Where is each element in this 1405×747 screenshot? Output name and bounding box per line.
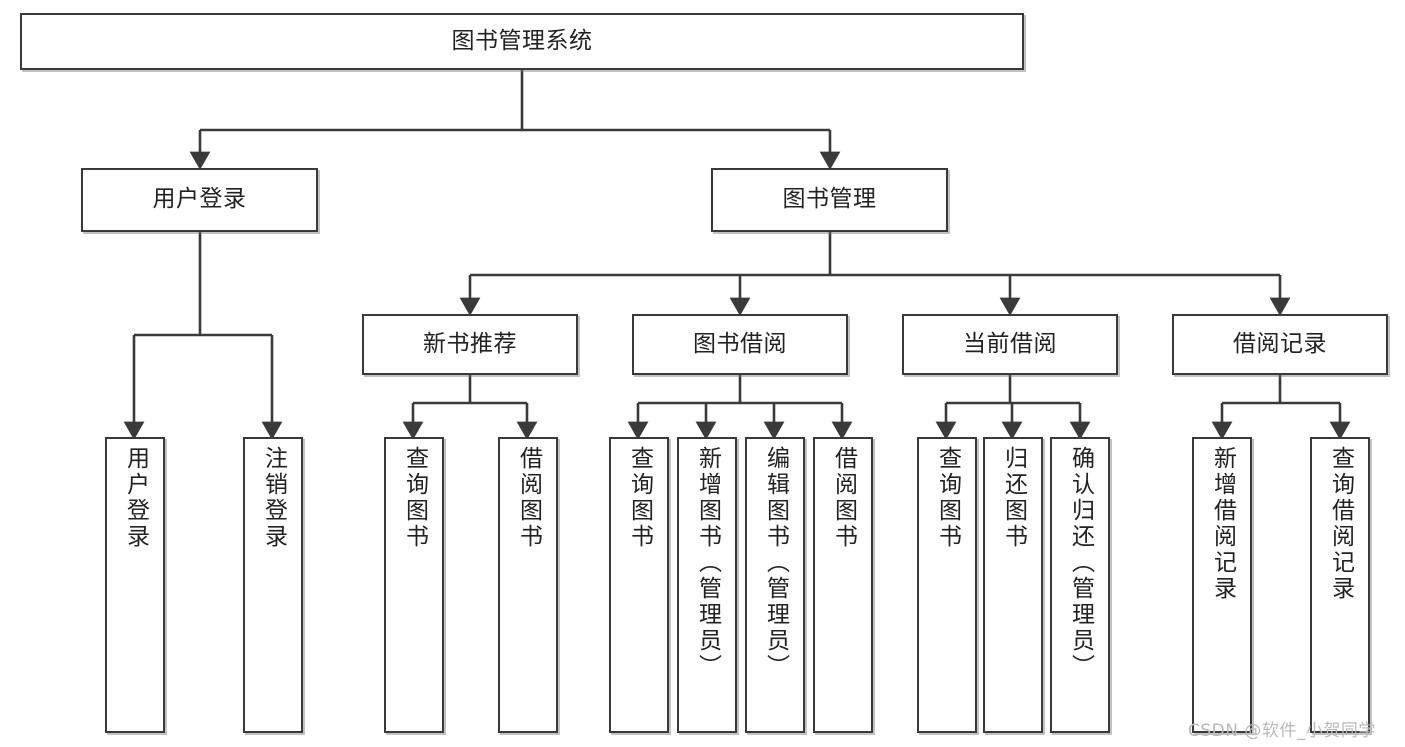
node-label: 当前借阅 <box>963 330 1057 357</box>
node-label: 新增借阅记录 <box>1209 446 1236 602</box>
node-label: 借阅图书 <box>830 446 857 550</box>
node-label: 图书管理系统 <box>451 27 593 54</box>
node-label: 查询图书 <box>934 446 961 550</box>
leaf-records-query-record[interactable]: 查询借阅记录 <box>1310 437 1370 733</box>
leaf-borrow-edit-book-admin[interactable]: 编辑图书（管理员） <box>745 437 805 733</box>
node-current-borrow[interactable]: 当前借阅 <box>902 314 1118 375</box>
leaf-user-login-logout[interactable]: 注销登录 <box>243 437 303 733</box>
leaf-borrow-query-book[interactable]: 查询图书 <box>609 437 669 733</box>
leaf-new-book-query[interactable]: 查询图书 <box>384 437 444 733</box>
leaf-user-login-login[interactable]: 用户登录 <box>105 437 165 733</box>
leaf-borrow-borrow-book[interactable]: 借阅图书 <box>813 437 873 733</box>
node-root-system[interactable]: 图书管理系统 <box>20 13 1024 70</box>
node-label: 图书管理 <box>782 186 877 213</box>
node-label: 用户登录 <box>152 186 247 213</box>
node-label: 编辑图书（管理员） <box>762 446 789 680</box>
node-label: 查询图书 <box>401 446 428 550</box>
leaf-current-confirm-return-admin[interactable]: 确认归还（管理员） <box>1050 437 1110 733</box>
node-label: 用户登录 <box>122 446 149 550</box>
leaf-records-add-record[interactable]: 新增借阅记录 <box>1192 437 1252 733</box>
leaf-current-return-book[interactable]: 归还图书 <box>983 437 1043 733</box>
node-label: 新增图书（管理员） <box>694 446 721 680</box>
node-new-book-recommend[interactable]: 新书推荐 <box>362 314 578 375</box>
node-label: 查询借阅记录 <box>1327 446 1354 602</box>
node-label: 查询图书 <box>626 446 653 550</box>
node-book-borrow[interactable]: 图书借阅 <box>632 314 848 375</box>
node-label: 注销登录 <box>260 446 287 550</box>
node-label: 归还图书 <box>1000 446 1027 550</box>
node-label: 图书借阅 <box>693 330 787 357</box>
node-user-login[interactable]: 用户登录 <box>81 168 318 232</box>
node-borrow-records[interactable]: 借阅记录 <box>1172 314 1388 375</box>
node-label: 借阅图书 <box>515 446 542 550</box>
node-label: 确认归还（管理员） <box>1067 446 1094 680</box>
leaf-borrow-add-book-admin[interactable]: 新增图书（管理员） <box>677 437 737 733</box>
node-label: 借阅记录 <box>1233 330 1327 357</box>
leaf-new-book-borrow[interactable]: 借阅图书 <box>498 437 558 733</box>
node-label: 新书推荐 <box>423 330 517 357</box>
leaf-current-query-book[interactable]: 查询图书 <box>917 437 977 733</box>
node-book-management[interactable]: 图书管理 <box>711 168 948 232</box>
csdn-watermark: CSDN @软件_小贺同学 <box>1188 721 1376 741</box>
